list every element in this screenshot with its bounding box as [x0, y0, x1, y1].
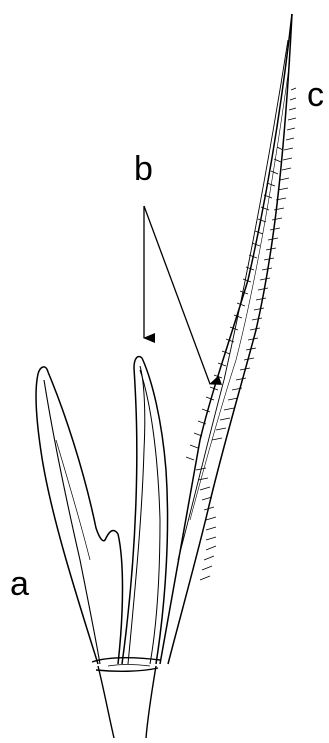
label-a: a — [10, 567, 29, 601]
label-c: c — [307, 78, 324, 112]
stem — [92, 658, 160, 738]
glume-b-left — [122, 356, 168, 664]
lemma-hairs — [186, 88, 296, 580]
arrow-to-awned-lemma — [144, 206, 210, 384]
pointer-arrows — [144, 206, 210, 384]
label-b: b — [134, 152, 153, 186]
glume-a — [36, 367, 123, 664]
